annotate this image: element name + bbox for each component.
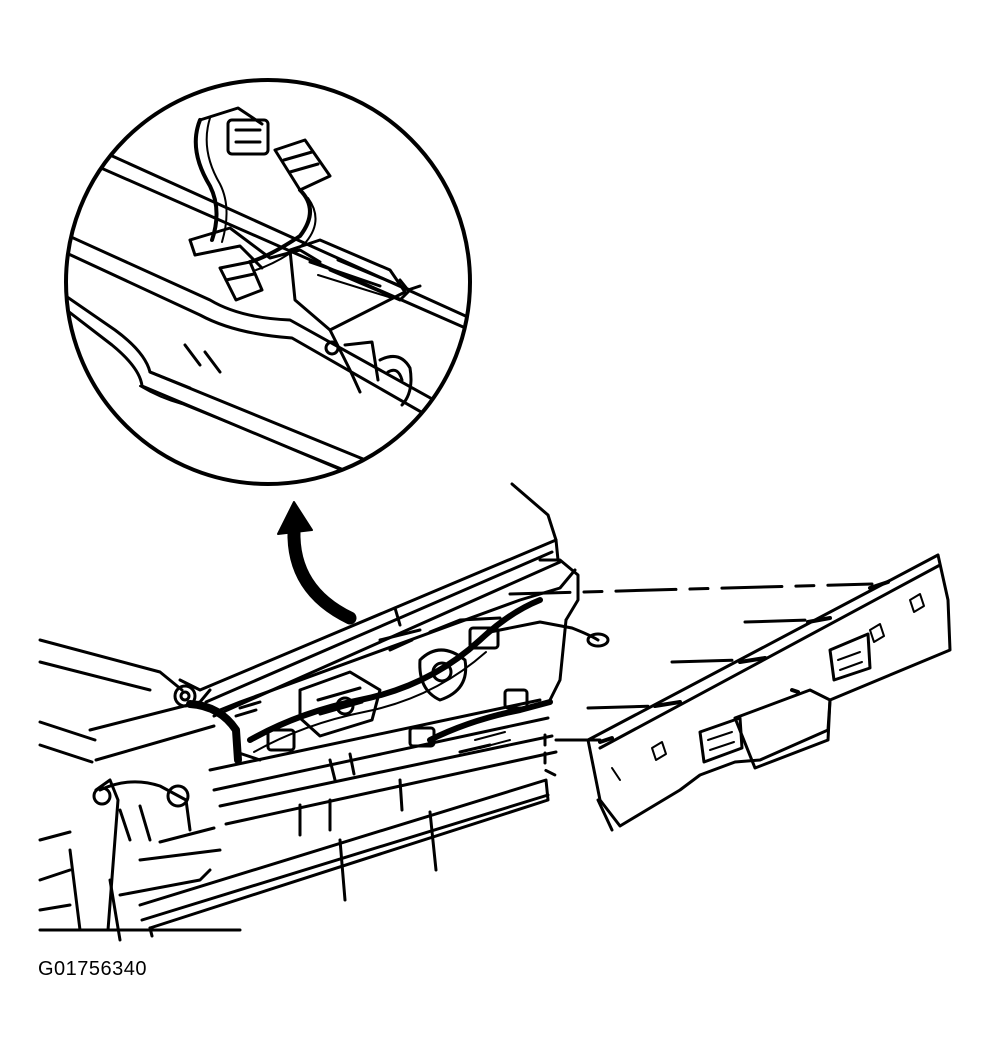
detail-inset xyxy=(64,78,472,486)
vehicle-rear-body xyxy=(38,482,580,942)
detail-pointer-arrow xyxy=(277,501,357,625)
trunk-harness-cluster xyxy=(234,597,610,782)
rear-finish-panel xyxy=(586,553,952,832)
alignment-lines xyxy=(508,582,874,777)
figure-code: G01756340 xyxy=(38,958,148,980)
